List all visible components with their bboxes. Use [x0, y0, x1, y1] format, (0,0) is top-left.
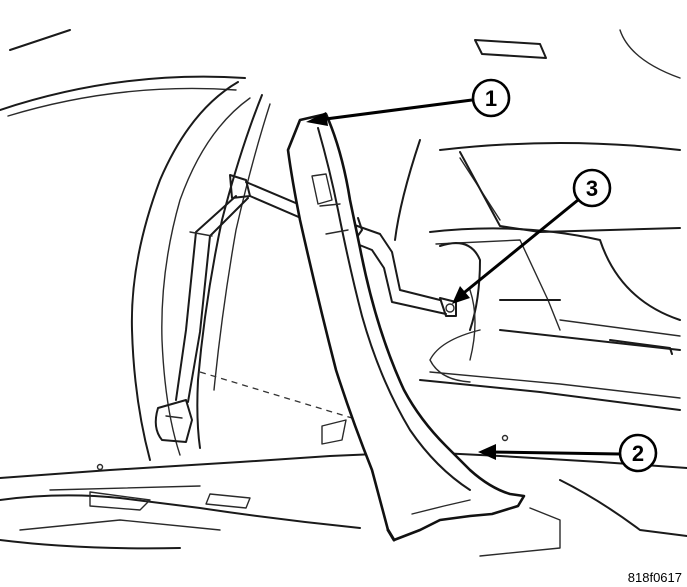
callout-1-circle: [471, 78, 511, 118]
callout-1-leader: [317, 98, 473, 122]
callout-2: 2: [478, 433, 658, 473]
hidden-line: [199, 371, 353, 419]
callout-1-arrowhead: [306, 112, 328, 126]
callout-2-arrowhead: [478, 444, 496, 460]
pillar-trim-panel: [286, 112, 526, 542]
callout-3-leader: [459, 198, 579, 298]
callout-3: 3: [452, 168, 612, 304]
callout-3-circle: [572, 168, 612, 208]
callout-2-leader: [489, 450, 621, 456]
rear-seat-area: [394, 139, 681, 411]
figure-id: 818f0617: [628, 570, 682, 585]
seat-belt: [154, 174, 251, 443]
callout-2-circle: [618, 433, 658, 473]
callout-3-number: 3: [586, 176, 598, 201]
callout-1-number: 1: [485, 86, 497, 111]
roof-outline: [0, 29, 681, 117]
callout-3-arrowhead: [452, 286, 470, 304]
callout-1: 1: [306, 78, 511, 126]
quarter-panel: [130, 81, 271, 461]
callout-2-number: 2: [632, 441, 644, 466]
